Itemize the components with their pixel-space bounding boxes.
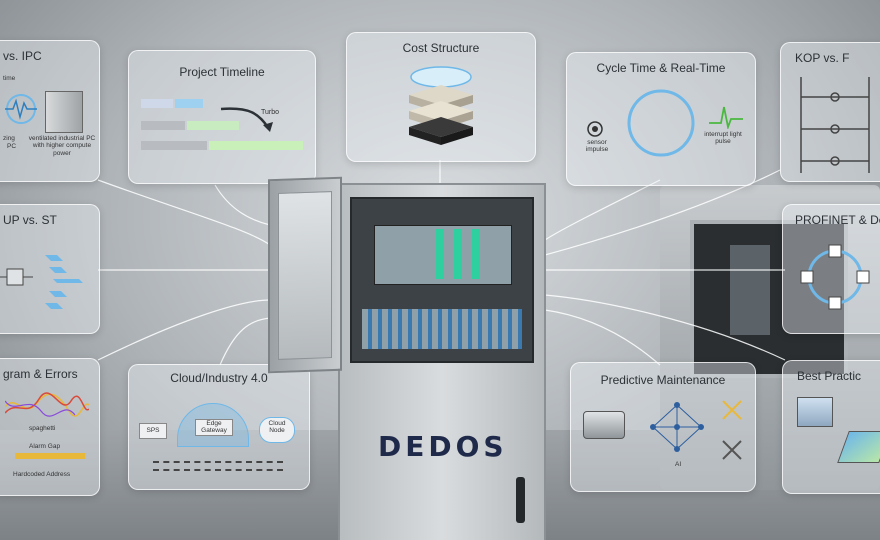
sensor-label: sensor impulse: [585, 139, 609, 154]
layered-stack-icon: [409, 66, 473, 145]
panel-title: Cycle Time & Real-Time: [596, 61, 726, 75]
panel-title: UP vs. ST: [3, 213, 57, 227]
light-pulse-icon: [709, 106, 743, 129]
door-window: [278, 191, 332, 360]
layers-icon: [837, 431, 880, 463]
data-flow-line: [153, 469, 283, 471]
timeline-bar: [141, 121, 185, 130]
plc-module: [472, 229, 480, 279]
spaghetti-lines-icon: [5, 392, 89, 417]
panel-title: Cloud/Industry 4.0: [170, 371, 268, 385]
ladder-diagram-icon: [800, 77, 870, 173]
panel-title: Best Practic: [797, 369, 862, 383]
alarm-gap-label: Alarm Gap: [29, 443, 61, 450]
data-flow-line: [153, 461, 283, 463]
cabinet-interior: [350, 197, 534, 363]
panel-best-practice[interactable]: Best Practic: [782, 360, 880, 494]
turbo-arrow-icon: [220, 107, 273, 132]
ai-label: AI: [675, 461, 682, 468]
alarm-gap-bar: [15, 453, 85, 459]
turbo-label: Turbo: [261, 109, 280, 116]
panel-title: vs. IPC: [3, 49, 42, 63]
ipc-label-zing: zing: [3, 135, 15, 142]
timeline-bar: [141, 141, 207, 150]
background-machine: [660, 185, 880, 490]
cabinet-handle[interactable]: [516, 477, 525, 523]
ipc-label-time: time: [3, 75, 16, 82]
timeline-bar: [209, 141, 303, 150]
ipc-label-pc: PC: [7, 143, 17, 150]
panel-title: Predictive Maintenance: [600, 373, 726, 387]
plc-module: [454, 229, 462, 279]
industrial-pc-icon: [45, 91, 83, 133]
timeline-bar: [187, 121, 239, 130]
network-ring-icon: [800, 244, 870, 310]
panel-kop[interactable]: KOP vs. F: [780, 42, 880, 182]
neural-network-icon: [650, 402, 704, 452]
panel-cycle-time[interactable]: Cycle Time & Real-Time sensor impulse in…: [566, 52, 756, 186]
brand-logo: DEDOS: [378, 430, 508, 463]
motor-icon: [583, 411, 625, 439]
cycle-arrows-icon: [627, 89, 695, 157]
cloud-node-box: Cloud Node: [259, 417, 295, 443]
sensor-icon: [587, 121, 603, 137]
spaghetti-label: spaghetti: [29, 425, 56, 432]
terminal-rail: [362, 309, 522, 349]
interrupt-label: interrupt light pulse: [704, 131, 742, 146]
waveform-icon: [5, 94, 37, 124]
panel-fup-st[interactable]: UP vs. ST: [0, 204, 100, 334]
timeline-bar: [141, 99, 173, 108]
function-block-icon: [0, 255, 83, 309]
machine-arm: [730, 245, 770, 335]
panel-profinet[interactable]: PROFINET & De: [782, 204, 880, 334]
panel-title: PROFINET & De: [795, 213, 880, 227]
control-cabinet: [338, 183, 546, 540]
sps-box: SPS: [139, 423, 167, 439]
ipc-caption: ventilated industrial PC with higher com…: [28, 135, 96, 157]
panel-ipc[interactable]: vs. IPC time zing PC ventilated industri…: [0, 40, 100, 182]
panel-title: KOP vs. F: [795, 51, 850, 65]
edge-gateway-box: Edge Gateway: [195, 419, 233, 436]
hardcoded-address-label: Hardcoded Address: [13, 471, 71, 478]
tools-icon: [722, 400, 742, 460]
panel-cost-structure[interactable]: Cost Structure: [346, 32, 536, 162]
cabinet-door[interactable]: [268, 176, 342, 374]
timeline-bar: [175, 99, 203, 108]
folder-icon: [797, 397, 833, 427]
panel-title: gram & Errors: [3, 367, 78, 381]
panel-project-timeline[interactable]: Project Timeline Turbo: [128, 50, 316, 184]
panel-diagram-errors[interactable]: gram & Errors spaghetti Alarm Gap Hardco…: [0, 358, 100, 496]
plc-module: [436, 229, 444, 279]
panel-cloud-industry[interactable]: Cloud/Industry 4.0 SPS Edge Gateway Clou…: [128, 364, 310, 490]
panel-predictive-maintenance[interactable]: Predictive Maintenance AI: [570, 362, 756, 492]
panel-title: Cost Structure: [402, 41, 480, 55]
panel-title: Project Timeline: [179, 65, 265, 79]
